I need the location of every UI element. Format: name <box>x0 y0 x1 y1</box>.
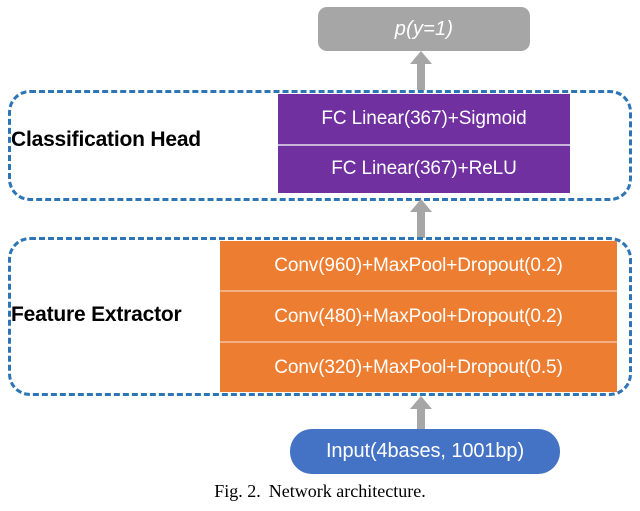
layer-block: FC Linear(367)+ReLU <box>278 143 570 193</box>
layer-block: Conv(320)+MaxPool+Dropout(0.5) <box>220 341 617 392</box>
group-classification-head-label: Classification Head <box>11 128 201 151</box>
input-node-label: Input(4bases, 1001bp) <box>325 440 525 462</box>
figure-caption-label: Fig. 2. <box>214 481 261 501</box>
input-node: Input(4bases, 1001bp) <box>290 429 560 474</box>
figure-caption-text: Network architecture. <box>268 481 426 501</box>
feature-extractor-layer-stack: Conv(960)+MaxPool+Dropout(0.2) Conv(480)… <box>220 241 617 392</box>
arrow-to-feature-extractor-icon <box>405 396 437 430</box>
output-node: p(y=1) <box>318 7 530 51</box>
arrow-head-shape <box>410 51 432 64</box>
layer-block: FC Linear(367)+Sigmoid <box>278 94 570 144</box>
arrow-to-classification-head-icon <box>405 199 437 238</box>
arrow-shaft-shape <box>417 212 425 238</box>
arrow-shaft-shape <box>417 409 425 430</box>
arrow-to-output-icon <box>405 51 437 90</box>
group-classification-head <box>8 90 632 201</box>
group-feature-extractor <box>8 237 632 396</box>
group-feature-extractor-label: Feature Extractor <box>11 303 182 326</box>
classification-head-layer-stack: FC Linear(367)+Sigmoid FC Linear(367)+Re… <box>278 94 570 193</box>
layer-block: Conv(480)+MaxPool+Dropout(0.2) <box>220 290 617 341</box>
arrow-shaft-shape <box>417 64 425 90</box>
figure-caption: Fig. 2. Network architecture. <box>0 481 640 502</box>
layer-block: Conv(960)+MaxPool+Dropout(0.2) <box>220 241 617 290</box>
output-node-label: p(y=1) <box>394 17 454 40</box>
arrow-head-shape <box>410 396 432 409</box>
